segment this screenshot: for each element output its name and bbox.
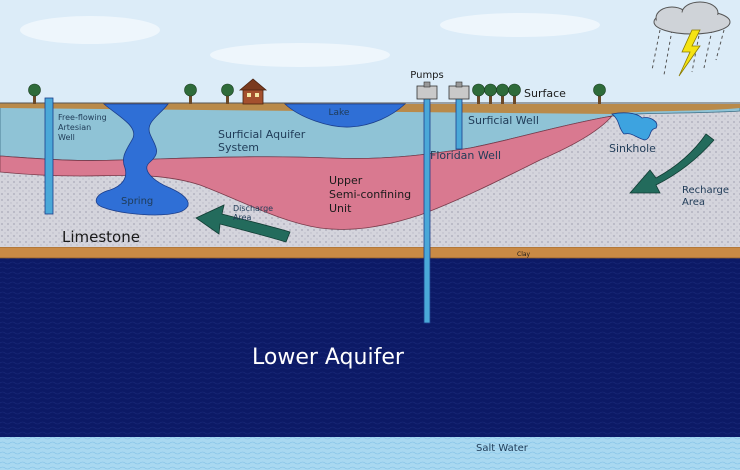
sinkhole-label: Sinkhole <box>609 142 656 155</box>
spring-label: Spring <box>121 196 153 207</box>
pumps-label: Pumps <box>410 70 444 81</box>
spring-conduit <box>95 103 189 216</box>
house-icon <box>238 78 268 105</box>
tree-icon <box>221 83 234 104</box>
confining-unit-label-3: Unit <box>329 202 352 215</box>
artesian-well-label-1: Free-flowing <box>58 113 107 122</box>
lake <box>283 103 407 128</box>
confining-unit-label-2: Semi-confining <box>329 188 411 201</box>
clay-layer <box>0 247 740 258</box>
floridan-well <box>423 96 431 324</box>
upper-semi-confining-unit <box>0 115 614 230</box>
sky-clouds <box>20 13 600 67</box>
surficial-aquifer-label-1: Surficial Aquifer <box>218 128 306 141</box>
surficial-well-label: Surficial Well <box>468 114 539 127</box>
artesian-well-label-2: Artesian <box>58 123 91 132</box>
discharge-area-label-2: Area <box>233 213 252 222</box>
recharge-area-label-1: Recharge <box>682 185 729 196</box>
recharge-arrow <box>629 133 715 194</box>
recharge-area-label-2: Area <box>682 197 705 208</box>
surface-label: Surface <box>524 87 566 100</box>
discharge-arrow <box>195 204 291 243</box>
free-flowing-artesian-well <box>44 97 54 215</box>
salt-water-label: Salt Water <box>476 443 529 454</box>
tree-icon <box>508 83 521 104</box>
artesian-well-label-3: Well <box>58 133 75 142</box>
surficial-well <box>455 96 463 150</box>
tree-icon <box>28 83 41 104</box>
floridan-well-label: Floridan Well <box>430 149 501 162</box>
clay-label: Clay <box>517 251 531 258</box>
tree-icon <box>593 83 606 104</box>
pump-icon <box>448 81 470 100</box>
surficial-aquifer-label-2: System <box>218 141 259 154</box>
lower-aquifer-label: Lower Aquifer <box>252 345 405 370</box>
discharge-area-label-1: Discharge <box>233 204 273 213</box>
limestone-label: Limestone <box>62 228 140 246</box>
lake-label: Lake <box>329 108 350 118</box>
tree-icon <box>184 83 197 104</box>
sinkhole <box>611 112 658 141</box>
confining-unit-label-1: Upper <box>329 174 363 187</box>
lightning-icon <box>678 29 701 77</box>
pump-icon <box>416 81 438 100</box>
